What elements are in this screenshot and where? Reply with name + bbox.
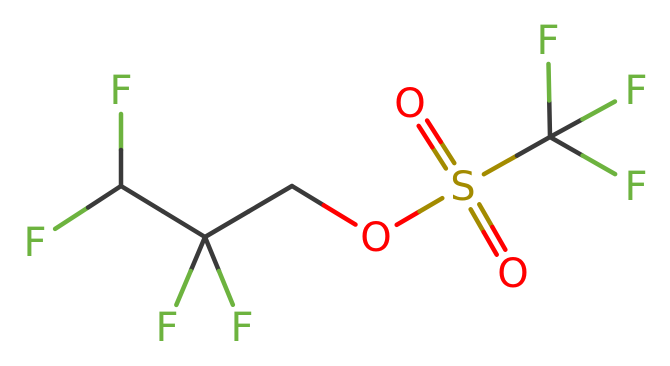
atom-label-f5: F [536,18,559,64]
bond-s1-o3-0-b [481,229,499,257]
bond-c2-f3-b [174,268,193,308]
bond-f2-c1-b [85,183,124,210]
bond-o1-s1-b [417,195,445,214]
bond-o1-s1-a [394,209,422,228]
atom-label-s1: S [450,164,475,210]
bond-s1-o2-0-a [438,139,457,166]
bond-c3-o1-b [321,203,358,227]
atom-label-o3: O [497,251,528,297]
bond-s1-o2-1-a [430,144,449,171]
bond-s1-o3-0-a [468,207,486,235]
bond-c2-f3-a [188,234,208,274]
atom-label-f3: F [155,305,178,351]
atom-label-f4: F [230,305,253,351]
bond-c2-f4-b [216,268,236,308]
bond-s1-c4-b [514,134,553,158]
bond-c4-f7-b [580,153,618,177]
atom-label-f7: F [624,164,647,210]
bond-s1-o3-1-a [477,202,495,230]
bond-s1-o2-1-b [416,123,435,150]
bond-s1-o3-1-b [490,224,508,252]
bond-c1-c2-b [160,209,208,240]
atom-label-o2: O [394,81,425,127]
bond-c4-f5-a [546,98,553,140]
bond-f2-c1-a [52,205,91,232]
atom-label-f2: F [23,220,46,266]
bond-c2-c3-b [246,183,295,214]
bond-s1-o2-0-b [424,118,443,145]
atom-label-o1: O [360,215,391,261]
atom-label-f1: F [109,68,132,114]
bond-layer [52,61,618,308]
bond-c4-f6-b [580,99,618,122]
bond-c4-f7-a [547,134,585,158]
bond-c2-f4-a [202,234,222,274]
atom-label-f6: F [624,68,647,114]
bond-c4-f6-a [547,117,585,140]
bond-c1-c2-a [118,183,166,214]
bond-c2-c3-a [202,209,251,240]
bond-s1-c4-a [481,153,520,177]
bond-c4-f5-b [546,61,552,103]
bond-c3-o1-a [289,183,326,208]
